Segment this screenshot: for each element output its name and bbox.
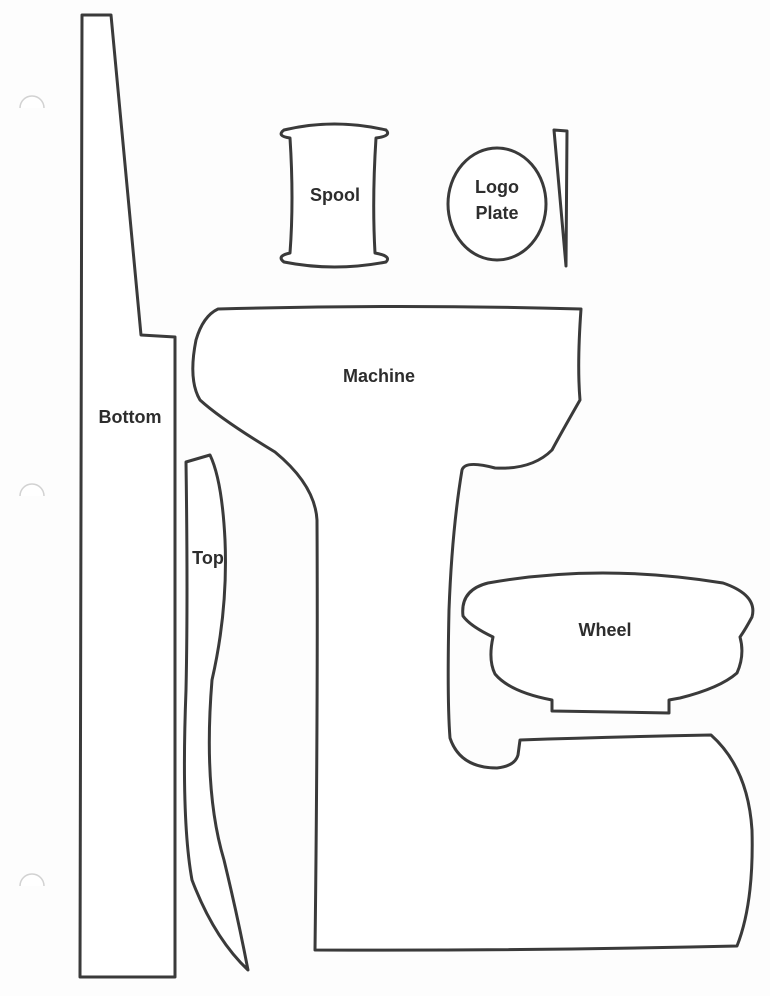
spool-piece: Spool bbox=[279, 122, 390, 269]
wheel-label: Wheel bbox=[578, 620, 631, 640]
logo-plate-label-line2: Plate bbox=[475, 203, 518, 223]
punch-hole-middle bbox=[19, 483, 45, 497]
logo-plate-piece: Logo Plate bbox=[446, 146, 548, 262]
top-piece: Top bbox=[182, 453, 250, 972]
top-label: Top bbox=[192, 548, 224, 568]
logo-plate-label-line1: Logo bbox=[475, 177, 519, 197]
punch-holes bbox=[19, 95, 45, 887]
spool-label: Spool bbox=[310, 185, 360, 205]
machine-piece: Machine bbox=[191, 305, 754, 952]
wheel-piece: Wheel bbox=[461, 571, 755, 715]
wheel-outline bbox=[461, 571, 755, 715]
bottom-label: Bottom bbox=[99, 407, 162, 427]
bottom-outline bbox=[78, 13, 177, 979]
bottom-piece: Bottom bbox=[78, 13, 177, 979]
needle-sliver-piece bbox=[552, 128, 569, 268]
machine-label: Machine bbox=[343, 366, 415, 386]
punch-hole-top bbox=[19, 95, 45, 109]
spool-outline bbox=[279, 122, 390, 269]
punch-hole-bottom bbox=[19, 873, 45, 887]
logo-plate-outline bbox=[446, 146, 548, 262]
top-outline bbox=[182, 453, 250, 972]
machine-outline bbox=[191, 305, 754, 952]
